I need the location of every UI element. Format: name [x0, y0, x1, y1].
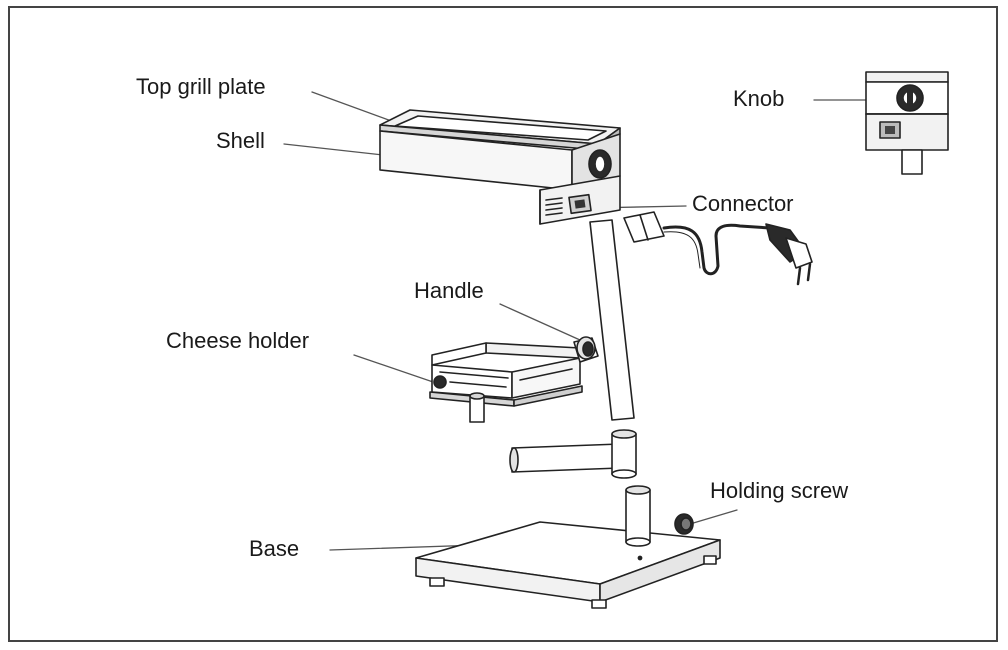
holding-screw-part — [674, 513, 694, 535]
label-connector: Connector — [692, 191, 794, 216]
knob-inset — [865, 71, 949, 175]
cheese-holder-part — [429, 342, 583, 423]
leader-handle — [499, 303, 581, 341]
label-cheese-holder: Cheese holder — [166, 328, 310, 353]
arm-part — [509, 429, 637, 479]
label-shell: Shell — [216, 128, 265, 153]
label-top-grill-plate: Top grill plate — [136, 74, 266, 99]
leader-shell — [283, 143, 393, 157]
power-cord-part — [623, 211, 813, 286]
connector-box-part — [539, 175, 621, 225]
label-handle: Handle — [414, 278, 484, 303]
handle-part — [573, 336, 599, 363]
label-holding-screw: Holding screw — [710, 478, 849, 503]
leader-cheese-holder — [353, 354, 437, 384]
base-post-part — [625, 485, 651, 547]
label-base: Base — [249, 536, 300, 561]
shell-part — [379, 130, 621, 191]
label-knob: Knob — [733, 86, 785, 111]
pole-part — [589, 219, 635, 421]
leader-holding-screw — [689, 509, 738, 525]
base-part — [415, 521, 721, 609]
top-grill-plate-part — [379, 109, 621, 151]
